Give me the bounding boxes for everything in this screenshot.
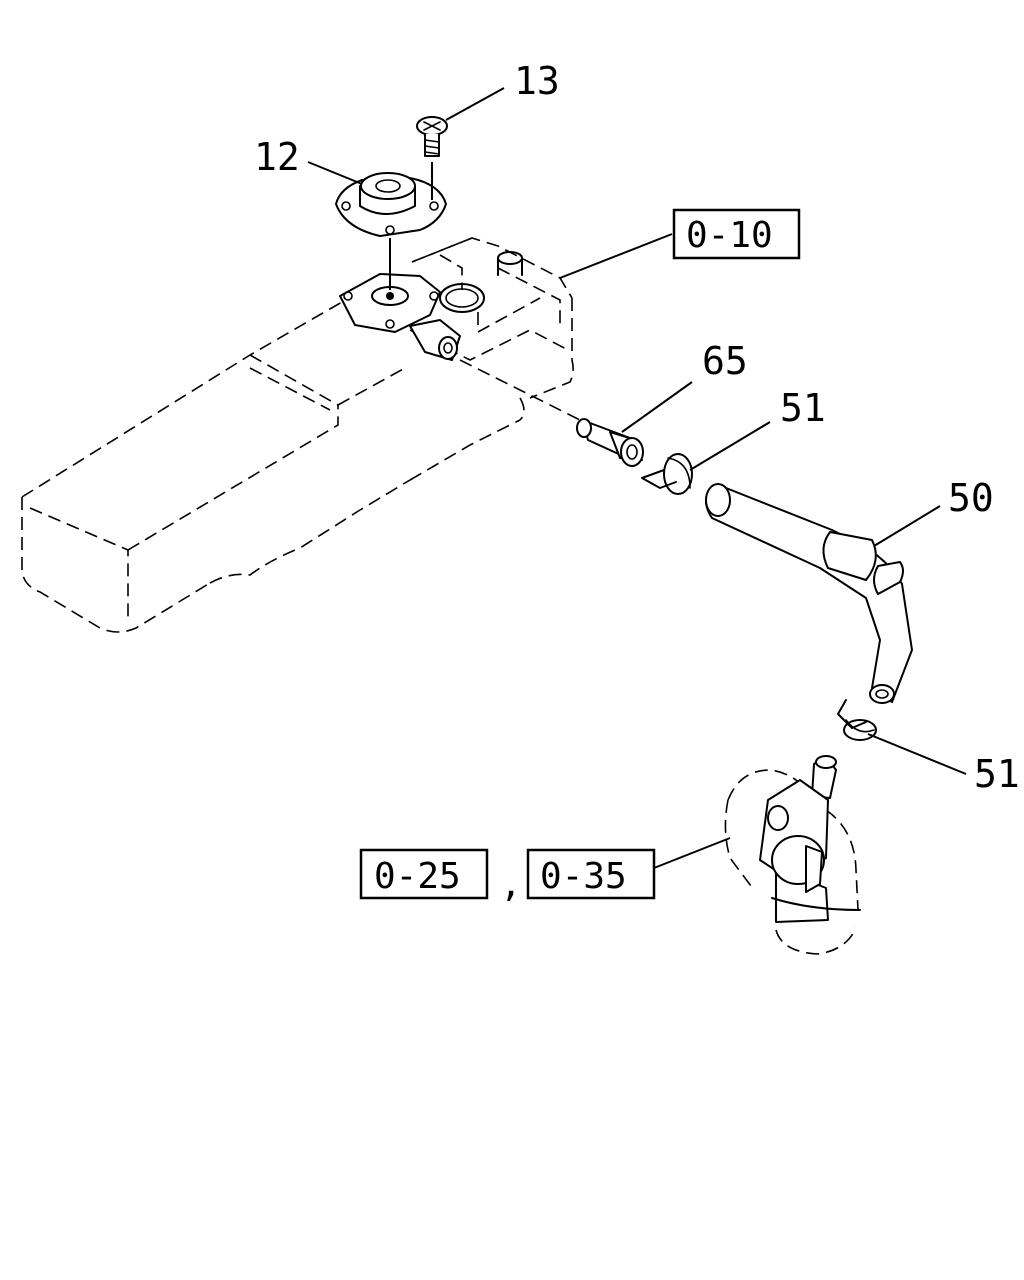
hose-clamp-part-51-upper (641, 453, 693, 495)
reference-0-25[interactable]: 0-25 (359, 848, 489, 900)
callout-13: 13 (514, 59, 560, 103)
reference-box (672, 208, 801, 260)
rocker-cover-outline (21, 237, 574, 633)
callout-51-upper: 51 (780, 386, 826, 430)
connector-assembly-line (459, 359, 581, 421)
reference-label: 0-35 (540, 856, 627, 897)
breather-cover-part-12 (335, 172, 447, 237)
reference-0-35[interactable]: 0-35 (526, 848, 656, 900)
reference-box (526, 848, 656, 900)
breather-base (339, 273, 461, 361)
hose-part-50 (705, 483, 913, 704)
leader-lines (307, 87, 967, 869)
connector-part-65 (576, 418, 644, 467)
intake-elbow (724, 755, 861, 955)
reference-separator: , (500, 864, 522, 905)
reference-label: 0-10 (686, 215, 773, 256)
callout-12: 12 (254, 135, 300, 179)
reference-box (359, 848, 489, 900)
screw-part-13 (416, 116, 448, 157)
reference-0-10[interactable]: 0-10 (672, 208, 801, 260)
callout-65: 65 (702, 339, 748, 383)
callout-51-lower: 51 (974, 752, 1020, 796)
callout-50: 50 (948, 476, 994, 520)
reference-label: 0-25 (374, 856, 461, 897)
